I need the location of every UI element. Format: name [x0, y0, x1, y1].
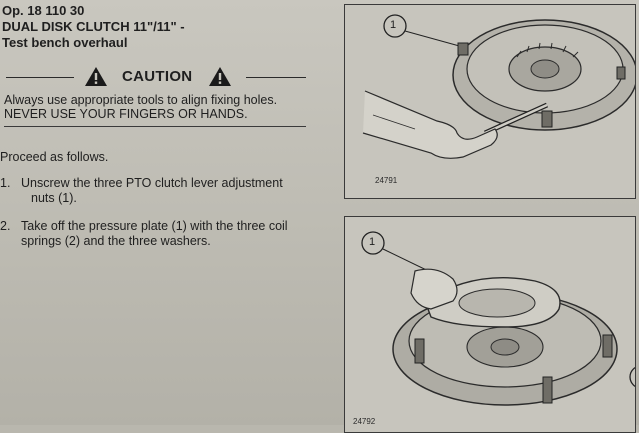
step-text-line: springs (2) and the three washers.: [21, 234, 211, 248]
caution-text-line1: Always use appropriate tools to align fi…: [4, 93, 278, 107]
figure-2: 24792 1: [344, 216, 636, 433]
procedure-title: DUAL DISK CLUTCH 11"/11" -: [2, 19, 185, 34]
figure-1: 24791 1: [344, 4, 636, 199]
step-text-line: Take off the pressure plate (1) with the…: [21, 219, 288, 233]
step-text-line: nuts (1).: [31, 191, 77, 205]
intro-text: Proceed as follows.: [0, 150, 109, 164]
caution-bottom-rule: [4, 126, 306, 127]
step-text-line: Unscrew the three PTO clutch lever adjus…: [21, 176, 283, 190]
clutch-wrench-illustration: [362, 14, 635, 159]
caution-rule-right: [246, 77, 306, 78]
caution-text-line2: NEVER USE YOUR FINGERS OR HANDS.: [4, 107, 248, 121]
warning-triangle-icon: [209, 67, 231, 86]
callout-label: 1: [369, 236, 376, 248]
procedure-subtitle: Test bench overhaul: [2, 35, 128, 50]
op-number: Op. 18 110 30: [2, 3, 85, 18]
caution-rule-left: [6, 77, 74, 78]
pressure-plate-illustration: [361, 231, 635, 406]
warning-triangle-icon: [85, 67, 107, 86]
figure-number: 24792: [353, 417, 376, 426]
caution-label: CAUTION: [122, 68, 193, 85]
callout-label: 1: [390, 19, 397, 31]
caution-header: CAUTION: [4, 66, 306, 88]
step-number: 1.: [0, 176, 11, 190]
step-number: 2.: [0, 219, 11, 233]
figure-number: 24791: [375, 176, 398, 185]
